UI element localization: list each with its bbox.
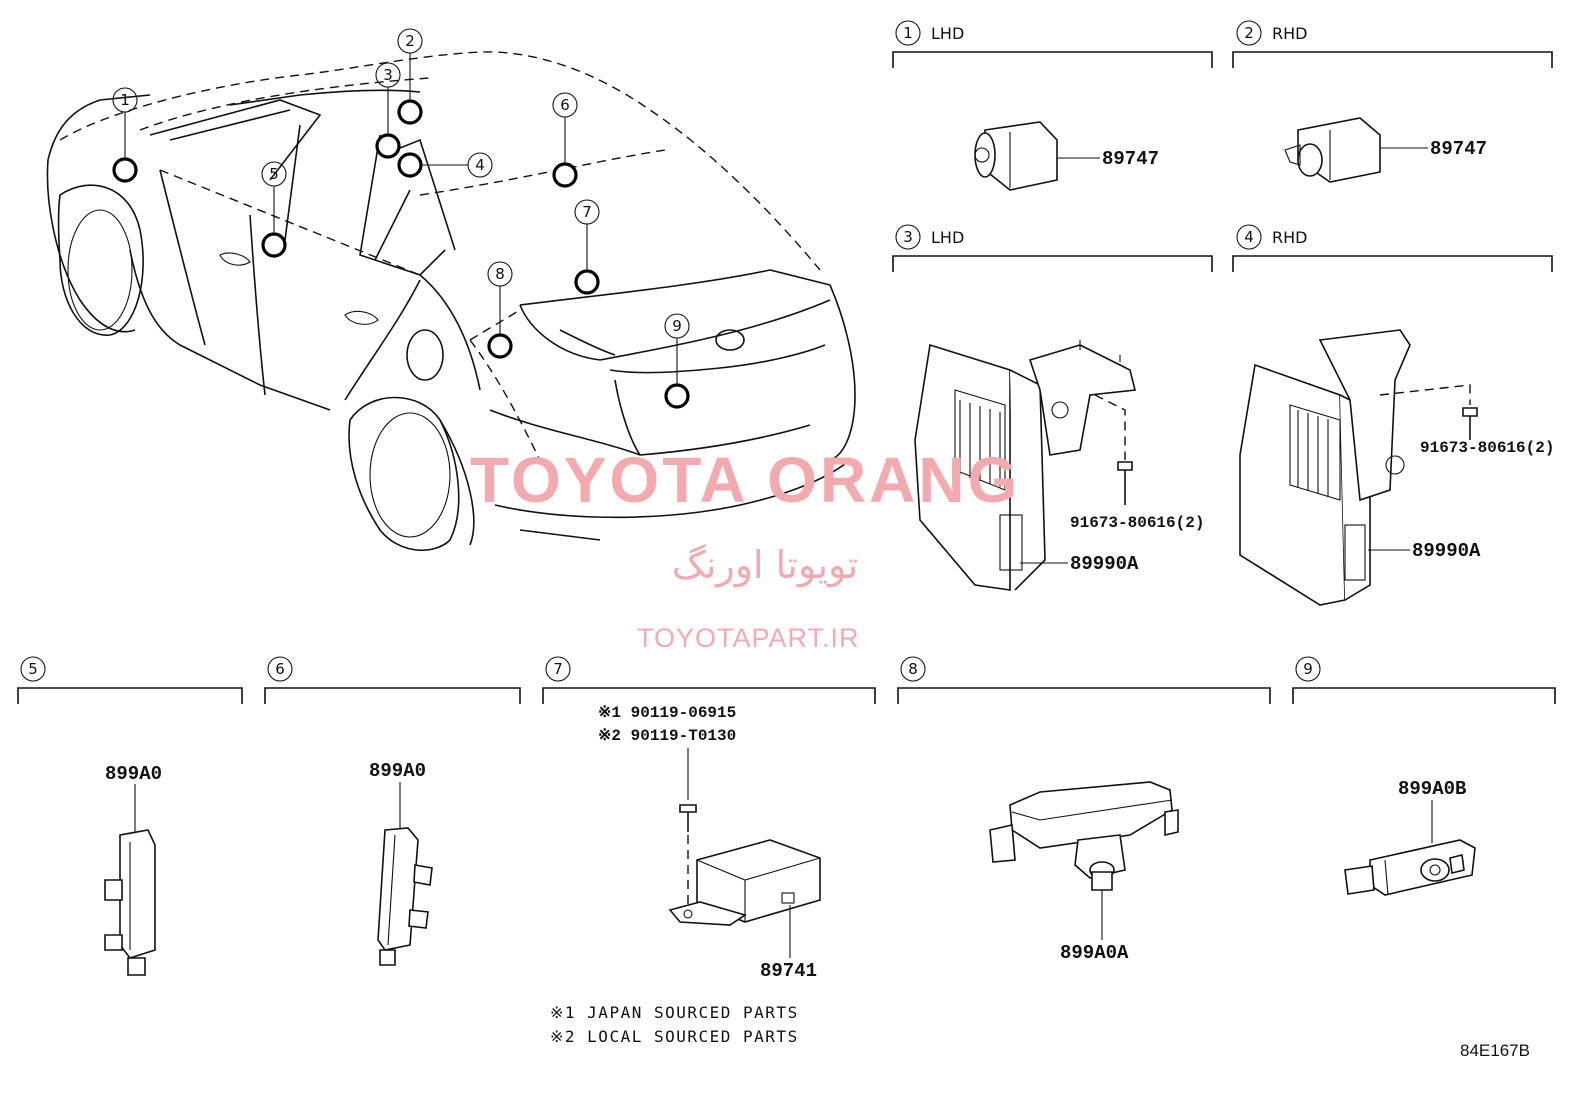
location-marker (375, 133, 401, 159)
panel-label: LHD (931, 24, 964, 43)
location-marker (487, 333, 513, 359)
control-module-icon (1239, 329, 1411, 606)
control-box-icon (668, 839, 821, 926)
panel-1: 1 LHD 89747 (892, 20, 1213, 191)
watermark-brand: TOYOTA ORANG (470, 444, 1020, 516)
panel-3: 3 LHD 91673-80616(2) 89990A (892, 224, 1213, 591)
part-number: 89747 (1430, 138, 1487, 160)
diagram-code: 84E167B (1460, 1041, 1530, 1060)
bolt-part-number: 91673-80616(2) (1420, 439, 1554, 457)
callout-label: 3 (383, 66, 393, 84)
antenna-part-icon (377, 827, 433, 966)
callout-label: 6 (560, 96, 570, 114)
panel-number: 7 (553, 660, 563, 678)
location-marker (664, 383, 690, 409)
horn-part-icon (1284, 117, 1381, 183)
location-marker (552, 162, 578, 188)
panel-number: 1 (903, 24, 913, 42)
part-number: 899A0 (105, 763, 162, 785)
location-marker (261, 232, 287, 258)
footnote-japan: ※1 JAPAN SOURCED PARTS (550, 1003, 799, 1022)
bolt-icon (1462, 407, 1478, 440)
callout-label: 5 (269, 165, 279, 183)
callout-label: 9 (672, 317, 682, 335)
location-marker (397, 99, 423, 125)
panel-label: RHD (1272, 24, 1307, 43)
panel-number: 3 (903, 228, 913, 246)
antenna-part-icon (1344, 839, 1476, 896)
callouts: 1 2 3 4 5 6 7 8 9 (112, 28, 690, 385)
part-number: 89747 (1102, 148, 1159, 170)
part-number: 89741 (760, 960, 817, 982)
panel-number: 2 (1244, 24, 1254, 42)
callout-label: 7 (582, 203, 592, 221)
panel-label: RHD (1272, 228, 1307, 247)
panel-2: 2 RHD 89747 (1232, 20, 1553, 183)
screw-japan-part-number: ※1 90119-06915 (598, 704, 736, 722)
antenna-part-icon (104, 829, 156, 976)
location-marker (112, 157, 138, 183)
watermark-persian: تویوتا اورنگ (672, 543, 859, 588)
part-number: 899A0A (1060, 942, 1129, 964)
watermark-site: TOYOTAPART.IR (637, 623, 860, 653)
part-number: 89990A (1412, 540, 1481, 562)
panel-7: 7 ※1 90119-06915 ※2 90119-T0130 89741 (542, 656, 876, 982)
panel-number: 8 (908, 660, 918, 678)
watermark: TOYOTA ORANG تویوتا اورنگ TOYOTAPART.IR (470, 444, 1020, 653)
panel-number: 9 (1303, 660, 1313, 678)
screw-icon (679, 804, 697, 832)
location-marker (397, 152, 423, 178)
panel-label: LHD (931, 228, 964, 247)
panel-9: 9 899A0B (1292, 656, 1556, 896)
bolt-icon (1117, 461, 1133, 505)
part-number: 89990A (1070, 553, 1139, 575)
car-illustration (46, 51, 856, 551)
control-module-icon (914, 340, 1136, 591)
panel-number: 6 (275, 660, 285, 678)
panel-4: 4 RHD 91673-80616(2) 89990A (1232, 224, 1554, 606)
panel-number: 5 (28, 660, 38, 678)
footnote-local: ※2 LOCAL SOURCED PARTS (550, 1027, 799, 1046)
panel-5: 5 899A0 (17, 656, 243, 976)
callout-label: 1 (120, 91, 130, 109)
callout-label: 8 (495, 265, 505, 283)
antenna-module-icon (989, 781, 1179, 891)
location-marker (574, 269, 600, 295)
footnotes: ※1 JAPAN SOURCED PARTS ※2 LOCAL SOURCED … (550, 1003, 799, 1046)
panel-6: 6 899A0 (264, 656, 521, 966)
part-number: 899A0 (369, 760, 426, 782)
horn-part-icon (974, 121, 1058, 191)
callout-label: 2 (405, 32, 415, 50)
panel-8: 8 899A0A (897, 656, 1271, 964)
part-number: 899A0B (1398, 778, 1466, 800)
callout-label: 4 (475, 156, 485, 174)
panel-number: 4 (1244, 228, 1254, 246)
screw-local-part-number: ※2 90119-T0130 (598, 727, 736, 745)
bolt-part-number: 91673-80616(2) (1070, 514, 1204, 532)
